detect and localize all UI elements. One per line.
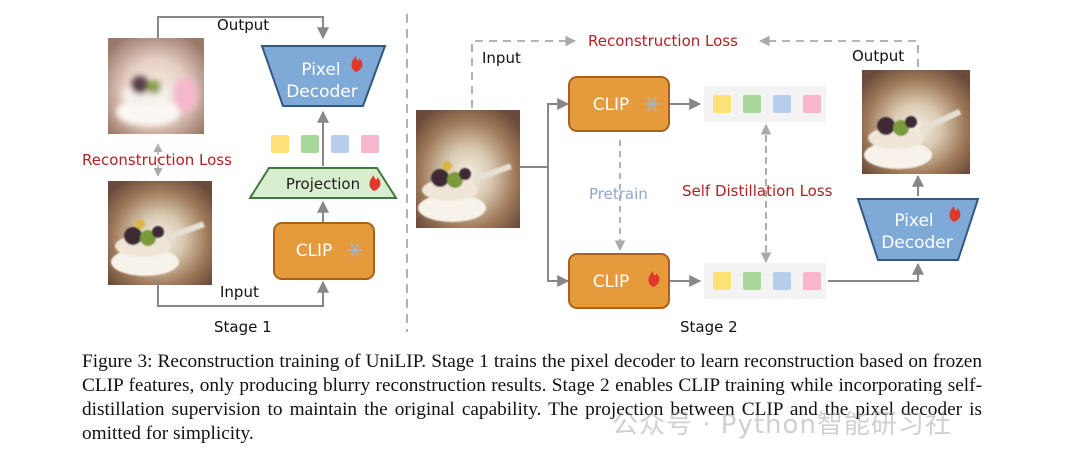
stage2-pixel-decoder: Pixel Decoder <box>856 198 980 261</box>
stage1-feature-tokens <box>271 135 379 153</box>
stage2-student-tokens <box>704 263 826 299</box>
flame-icon <box>648 271 660 287</box>
stage2-decoder-line1: Pixel <box>894 211 933 231</box>
stage1-input-image <box>108 181 212 285</box>
stage1-input-label: Input <box>220 283 259 301</box>
stage2-clip-frozen-block: CLIP <box>568 76 670 132</box>
stage1-clip-label: CLIP <box>296 241 333 261</box>
stage2-input-label: Input <box>482 49 521 67</box>
snowflake-icon <box>644 97 660 111</box>
flame-icon <box>351 56 363 72</box>
pretrain-label: Pretrain <box>589 185 648 203</box>
stage1-decoder-line1: Pixel <box>301 60 340 80</box>
self-distillation-loss: Self Distillation Loss <box>682 182 833 200</box>
stage2-input-image <box>416 110 520 228</box>
stage2-teacher-tokens <box>704 86 826 122</box>
unilip-diagram: Pixel Decoder Projection CLIP Output Inp… <box>82 14 980 336</box>
stage1-pixel-decoder: Pixel Decoder <box>260 45 387 107</box>
watermark: 公众号 · Python智能研习社 <box>612 410 952 440</box>
flame-icon <box>369 175 381 191</box>
projection-block: Projection <box>248 167 398 199</box>
stage1-output-label: Output <box>217 16 269 34</box>
stage2-clip-bottom-label: CLIP <box>593 272 630 292</box>
snowflake-icon <box>347 243 363 257</box>
stage1-clip-block: CLIP <box>273 222 375 280</box>
flame-icon <box>949 206 961 222</box>
stage2-output-label: Output <box>852 47 904 65</box>
figure-caption: Figure 3: Reconstruction training of Uni… <box>82 351 982 444</box>
stage2-clip-top-label: CLIP <box>593 95 630 115</box>
stage2-clip-trainable-block: CLIP <box>568 253 670 309</box>
stage1-output-image <box>108 38 204 134</box>
stage2-decoder-line2: Decoder <box>881 233 953 253</box>
projection-label: Projection <box>286 175 360 193</box>
stage1-label: Stage 1 <box>214 318 272 336</box>
stage2-label: Stage 2 <box>680 318 738 336</box>
stage1-decoder-line2: Decoder <box>286 82 358 102</box>
stage1-reconstruction-loss: Reconstruction Loss <box>82 151 232 169</box>
stage2-output-image <box>862 70 970 174</box>
stage2-reconstruction-loss: Reconstruction Loss <box>588 32 738 50</box>
